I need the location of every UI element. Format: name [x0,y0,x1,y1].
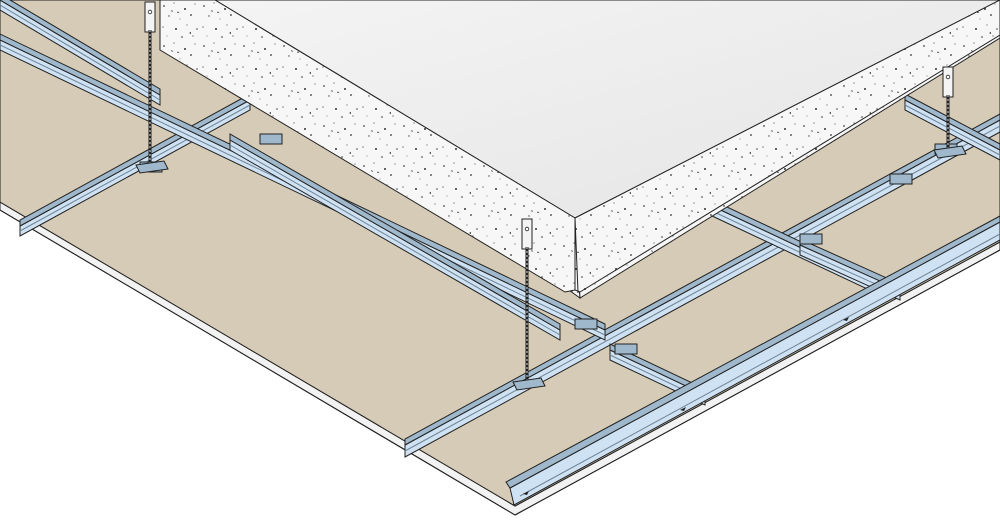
channel-connector [574,318,598,330]
cross-channel [0,0,161,106]
hanger-hole [147,9,153,15]
hanger-top-plate [521,218,533,250]
main-channel-flange [404,113,1000,446]
hanger [135,1,169,174]
channel-connector [799,233,823,245]
hanger-hole [945,74,951,80]
hanger-hole [524,226,530,232]
hanger [933,66,967,159]
hanger-bracket [135,160,169,174]
fixing-mark [523,491,529,495]
channel-connector [259,133,283,145]
cross-channel-groove [904,104,1000,156]
cross-channel-flange [0,0,161,96]
main-channel [404,113,1000,458]
fixing-mark [843,317,849,321]
cross-channel [229,133,561,341]
cross-channel-groove [0,4,161,101]
perimeter-channel [505,215,1000,506]
cross-channel-flange [229,133,561,331]
channel-connector [889,173,913,185]
hanger-set [135,1,967,391]
fixing-mark [680,407,686,411]
main-channel-groove [19,104,251,232]
hanger-bracket [512,377,546,391]
hanger-top-plate [144,1,156,33]
concrete-slab [159,0,1000,300]
hanger [512,218,546,391]
cross-channel-groove [229,144,561,336]
hanger-bracket [933,145,967,159]
channel-connector [614,343,638,355]
hanger-top-plate [942,66,954,98]
